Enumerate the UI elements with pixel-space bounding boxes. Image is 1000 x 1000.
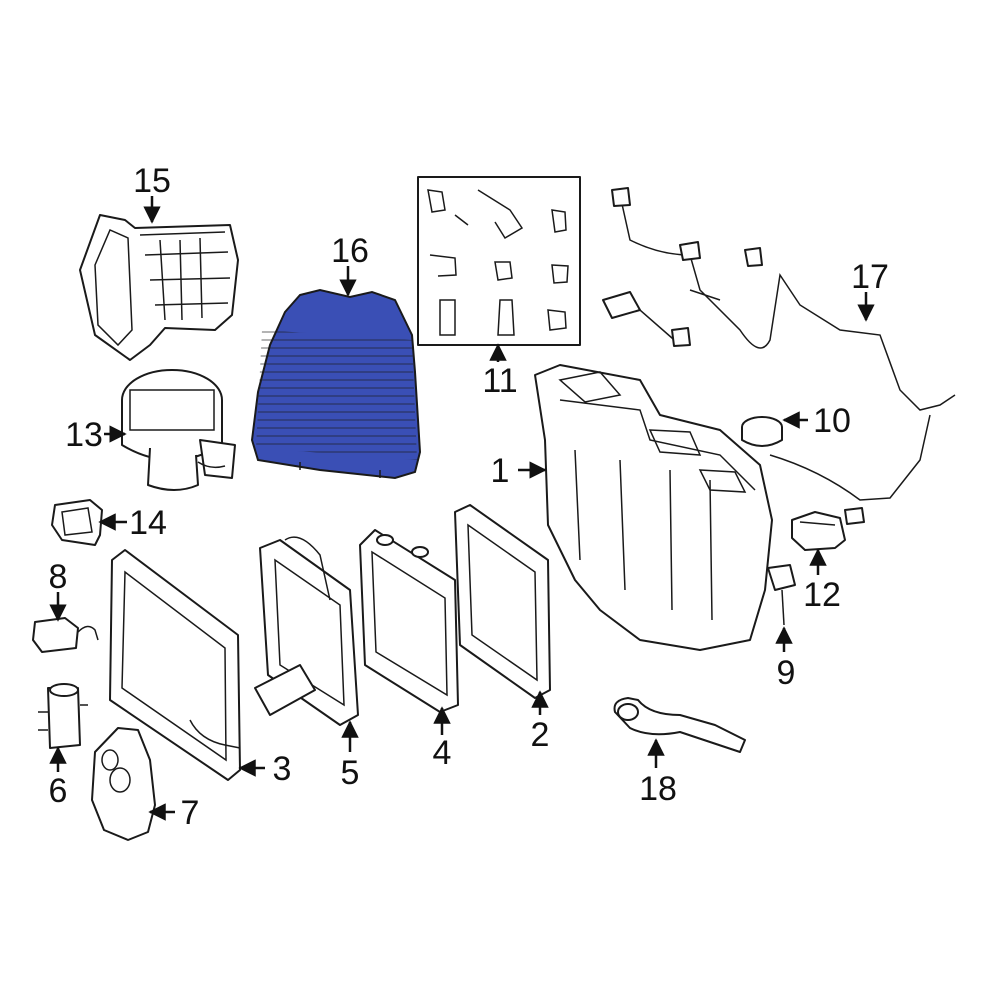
- callout-1: 1: [491, 452, 510, 490]
- callout-8: 8: [49, 558, 68, 596]
- part-7-seal[interactable]: [91, 727, 156, 841]
- part-15-blower-housing[interactable]: [79, 214, 239, 361]
- callout-7: 7: [181, 794, 200, 832]
- callout-3: 3: [273, 750, 292, 788]
- part-9-temperature-sensor[interactable]: [767, 564, 796, 626]
- part-2-flap-panel[interactable]: [454, 504, 551, 699]
- callout-9: 9: [777, 654, 796, 692]
- part-5-heater-core[interactable]: [254, 536, 359, 726]
- callout-16: 16: [331, 232, 369, 270]
- callout-4: 4: [433, 734, 452, 772]
- callout-17: 17: [851, 258, 889, 296]
- part-13-blower-motor[interactable]: [121, 369, 236, 491]
- callout-13: 13: [65, 416, 103, 454]
- callout-5: 5: [341, 754, 360, 792]
- callout-14: 14: [129, 504, 167, 542]
- part-14-sensor[interactable]: [51, 499, 103, 546]
- leader-lines: [49, 196, 875, 821]
- callout-15: 15: [133, 162, 171, 200]
- part-16-cabin-air-filter[interactable]: [250, 288, 422, 480]
- part-4-auxiliary-heater[interactable]: [359, 529, 459, 713]
- part-12-control-module[interactable]: [791, 511, 846, 551]
- callout-2: 2: [531, 716, 550, 754]
- callout-12: 12: [803, 576, 841, 614]
- callout-11: 11: [482, 362, 517, 400]
- part-18-drain-hose[interactable]: [613, 697, 746, 753]
- part-11-sensor-kit[interactable]: [417, 176, 581, 346]
- part-1-hvac-housing[interactable]: [534, 364, 773, 651]
- part-17-wiring-harness[interactable]: [602, 187, 956, 525]
- callout-labels: 15 16 13 14 8 6 7 3 5 4 2 1 11 17 10 12 …: [49, 162, 889, 832]
- part-10-pressure-switch[interactable]: [741, 416, 783, 447]
- part-6-expansion-valve[interactable]: [38, 683, 88, 749]
- callout-6: 6: [49, 772, 68, 810]
- callout-18: 18: [639, 770, 677, 808]
- callout-10: 10: [813, 402, 851, 440]
- part-8-actuator[interactable]: [32, 617, 99, 653]
